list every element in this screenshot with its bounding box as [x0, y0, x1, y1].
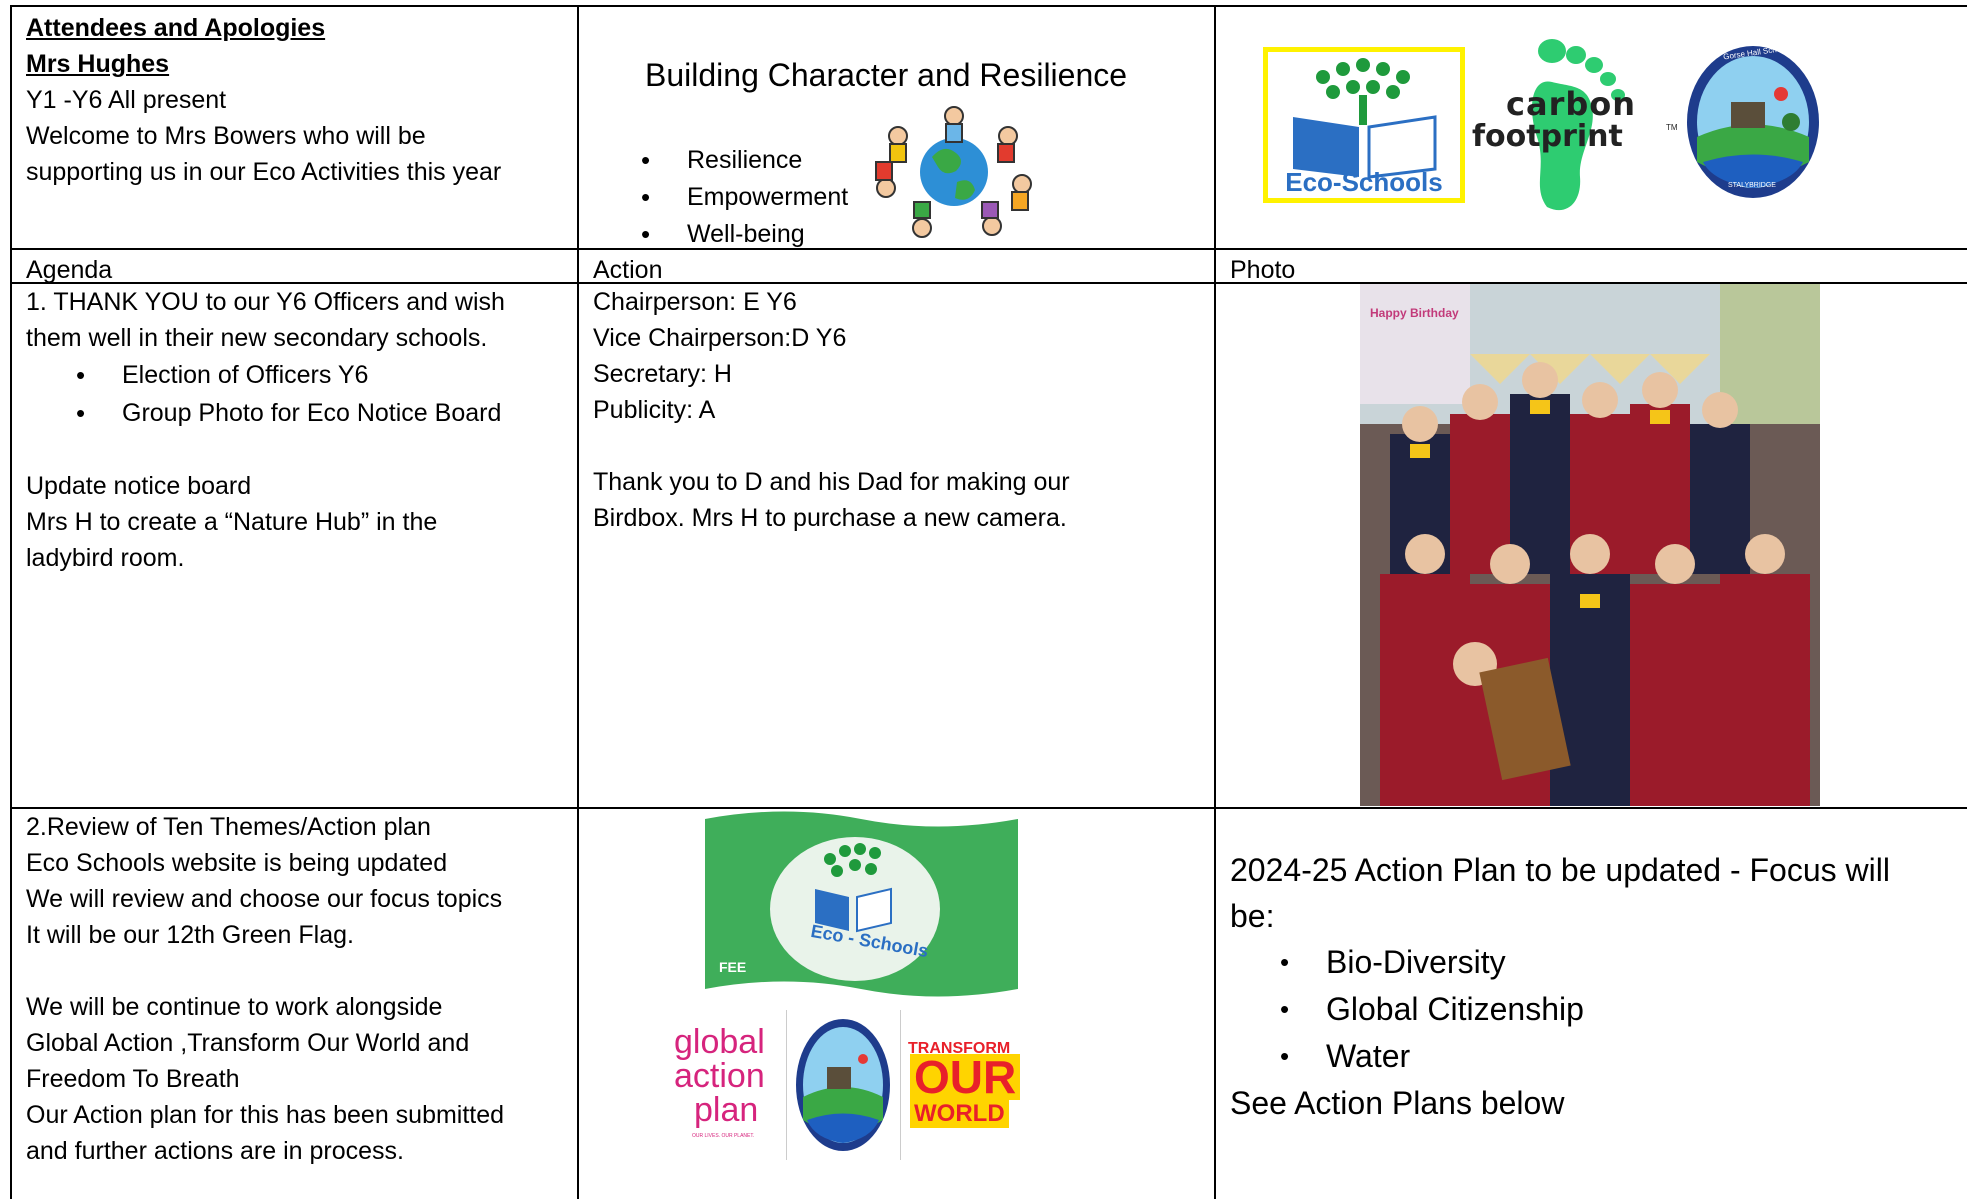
agenda-item-2: 2.Review of Ten Themes/Action plan Eco S…: [12, 809, 577, 1199]
footprint-text: footprint: [1472, 119, 1623, 154]
gap-text-2: action: [674, 1057, 765, 1095]
eco-schools-logo-text: Eco-Schools: [1285, 167, 1443, 197]
character-list: Resilience Empowerment Well-being: [579, 142, 848, 253]
agenda-1-line4: Mrs H to create a “Nature Hub” in the: [26, 508, 438, 536]
agenda-1-line2: them well in their new secondary schools…: [26, 324, 488, 352]
action-plan-line2: be:: [1230, 898, 1275, 934]
header-photo: Photo: [1230, 256, 1296, 284]
attendance-line: Y1 -Y6 All present: [26, 86, 227, 114]
carbon-footprint-logo: carbon footprint TM: [1472, 37, 1678, 212]
logo-divider-1: [786, 1010, 787, 1160]
fee-text: FEE: [719, 959, 747, 975]
table-divider-row2: [10, 807, 1967, 809]
attendee-name: Mrs Hughes: [26, 50, 170, 78]
green-flag-logo: Eco - Schools FEE: [705, 809, 1018, 999]
tow-text-1: TRANSFORM: [908, 1040, 1011, 1057]
agenda-1-line3: Update notice board: [26, 472, 252, 500]
global-action-plan-logo: global action plan OUR LIVES. OUR PLANET…: [672, 1025, 784, 1145]
agenda-2-line2: Eco Schools website is being updated: [26, 849, 448, 877]
action-plan-line1: 2024-25 Action Plan to be updated - Focu…: [1230, 852, 1890, 888]
action-item-1: Chairperson: E Y6 Vice Chairperson:D Y6 …: [579, 284, 1214, 807]
list-item: Empowerment: [641, 179, 848, 216]
globe-land: [932, 148, 975, 200]
attendees-cell: Attendees and Apologies Mrs Hughes Y1 -Y…: [12, 7, 577, 248]
officer-publicity: Publicity: A: [593, 396, 716, 424]
attendees-heading: Attendees and Apologies: [26, 14, 326, 42]
transform-our-world-logo: TRANSFORM OUR WORLD: [906, 1040, 1021, 1130]
gap-text-1: global: [674, 1023, 765, 1061]
group-photo: Happy Birthday: [1360, 284, 1820, 806]
agenda-item-1: 1. THANK YOU to our Y6 Officers and wish…: [12, 284, 577, 807]
table-divider-header: [10, 282, 1967, 284]
officer-chair: Chairperson: E Y6: [593, 288, 797, 316]
gap-text-3: plan: [694, 1091, 759, 1129]
header-agenda: Agenda: [26, 256, 113, 284]
action-plan-cell: 2024-25 Action Plan to be updated - Focu…: [1216, 809, 1966, 1199]
officer-vice-chair: Vice Chairperson:D Y6: [593, 324, 847, 352]
table-divider-row1: [10, 248, 1967, 250]
officer-secretary: Secretary: H: [593, 360, 732, 388]
eco-schools-logo: Eco-Schools: [1263, 47, 1465, 203]
character-title: Building Character and Resilience: [645, 57, 1128, 93]
table-border-left: [10, 5, 12, 1199]
table-border-top: [10, 5, 1967, 7]
agenda-2-line7: Freedom To Breath: [26, 1065, 240, 1093]
agenda-1-list: Election of Officers Y6 Group Photo for …: [26, 356, 563, 432]
footprint-icon: [1532, 39, 1625, 211]
list-item: Election of Officers Y6: [76, 356, 563, 394]
focus-list: Bio-Diversity Global Citizenship Water: [1230, 939, 1952, 1080]
welcome-line-2: supporting us in our Eco Activities this…: [26, 158, 502, 186]
list-item: Group Photo for Eco Notice Board: [76, 394, 563, 432]
agenda-2-line8: Our Action plan for this has been submit…: [26, 1101, 505, 1129]
logo-divider-2: [900, 1010, 901, 1160]
action-plan-line3: See Action Plans below: [1230, 1085, 1565, 1121]
school-badge-logo: Gorse Hall School STALYBRIDGE: [1683, 42, 1823, 202]
list-item: Resilience: [641, 142, 848, 179]
list-item: Bio-Diversity: [1280, 939, 1952, 986]
agenda-2-line4: It will be our 12th Green Flag.: [26, 921, 354, 949]
header-action: Action: [593, 256, 663, 284]
spacer: [26, 953, 563, 989]
list-item: Water: [1280, 1033, 1952, 1080]
agenda-1-line1: 1. THANK YOU to our Y6 Officers and wish: [26, 288, 505, 316]
agenda-2-line3: We will review and choose our focus topi…: [26, 885, 503, 913]
spacer: [593, 428, 1200, 464]
welcome-line-1: Welcome to Mrs Bowers who will be: [26, 122, 426, 150]
list-item: Global Citizenship: [1280, 986, 1952, 1033]
tow-text-2: OUR: [910, 1054, 1021, 1100]
gap-tagline: OUR LIVES. OUR PLANET.: [692, 1133, 755, 1139]
globe-icon: [920, 138, 988, 206]
spacer: [26, 432, 563, 468]
agenda-2-line5: We will be continue to work alongside: [26, 993, 443, 1021]
birthday-banner: Happy Birthday: [1370, 306, 1459, 320]
school-badge-town: STALYBRIDGE: [1728, 182, 1776, 189]
trademark-mark: TM: [1666, 123, 1678, 132]
character-cell: Building Character and Resilience: [579, 7, 1214, 253]
list-item: Well-being: [641, 216, 848, 253]
green-flag-icon: [705, 811, 1018, 997]
table-divider-col2: [1214, 5, 1216, 1199]
action-1-line5: Thank you to D and his Dad for making ou…: [593, 468, 1070, 496]
agenda-2-line9: and further actions are in process.: [26, 1137, 404, 1165]
agenda-2-line1: 2.Review of Ten Themes/Action plan: [26, 813, 431, 841]
school-badge-small: [793, 1015, 893, 1155]
tow-text-3: WORLD: [910, 1100, 1009, 1128]
agenda-2-line6: Global Action ,Transform Our World and: [26, 1029, 470, 1057]
action-1-line6: Birdbox. Mrs H to purchase a new camera.: [593, 504, 1067, 532]
agenda-1-line5: ladybird room.: [26, 544, 185, 572]
table-divider-col1: [577, 5, 579, 1199]
eco-tree-icon: [1268, 52, 1460, 198]
children-around-globe-image: [875, 106, 1032, 238]
school-badge-icon: [1687, 46, 1819, 198]
carbon-text: carbon: [1506, 85, 1637, 123]
school-badge-icon: [796, 1019, 890, 1151]
group-photo-image: [1360, 284, 1820, 806]
children-ring: [875, 106, 1032, 238]
